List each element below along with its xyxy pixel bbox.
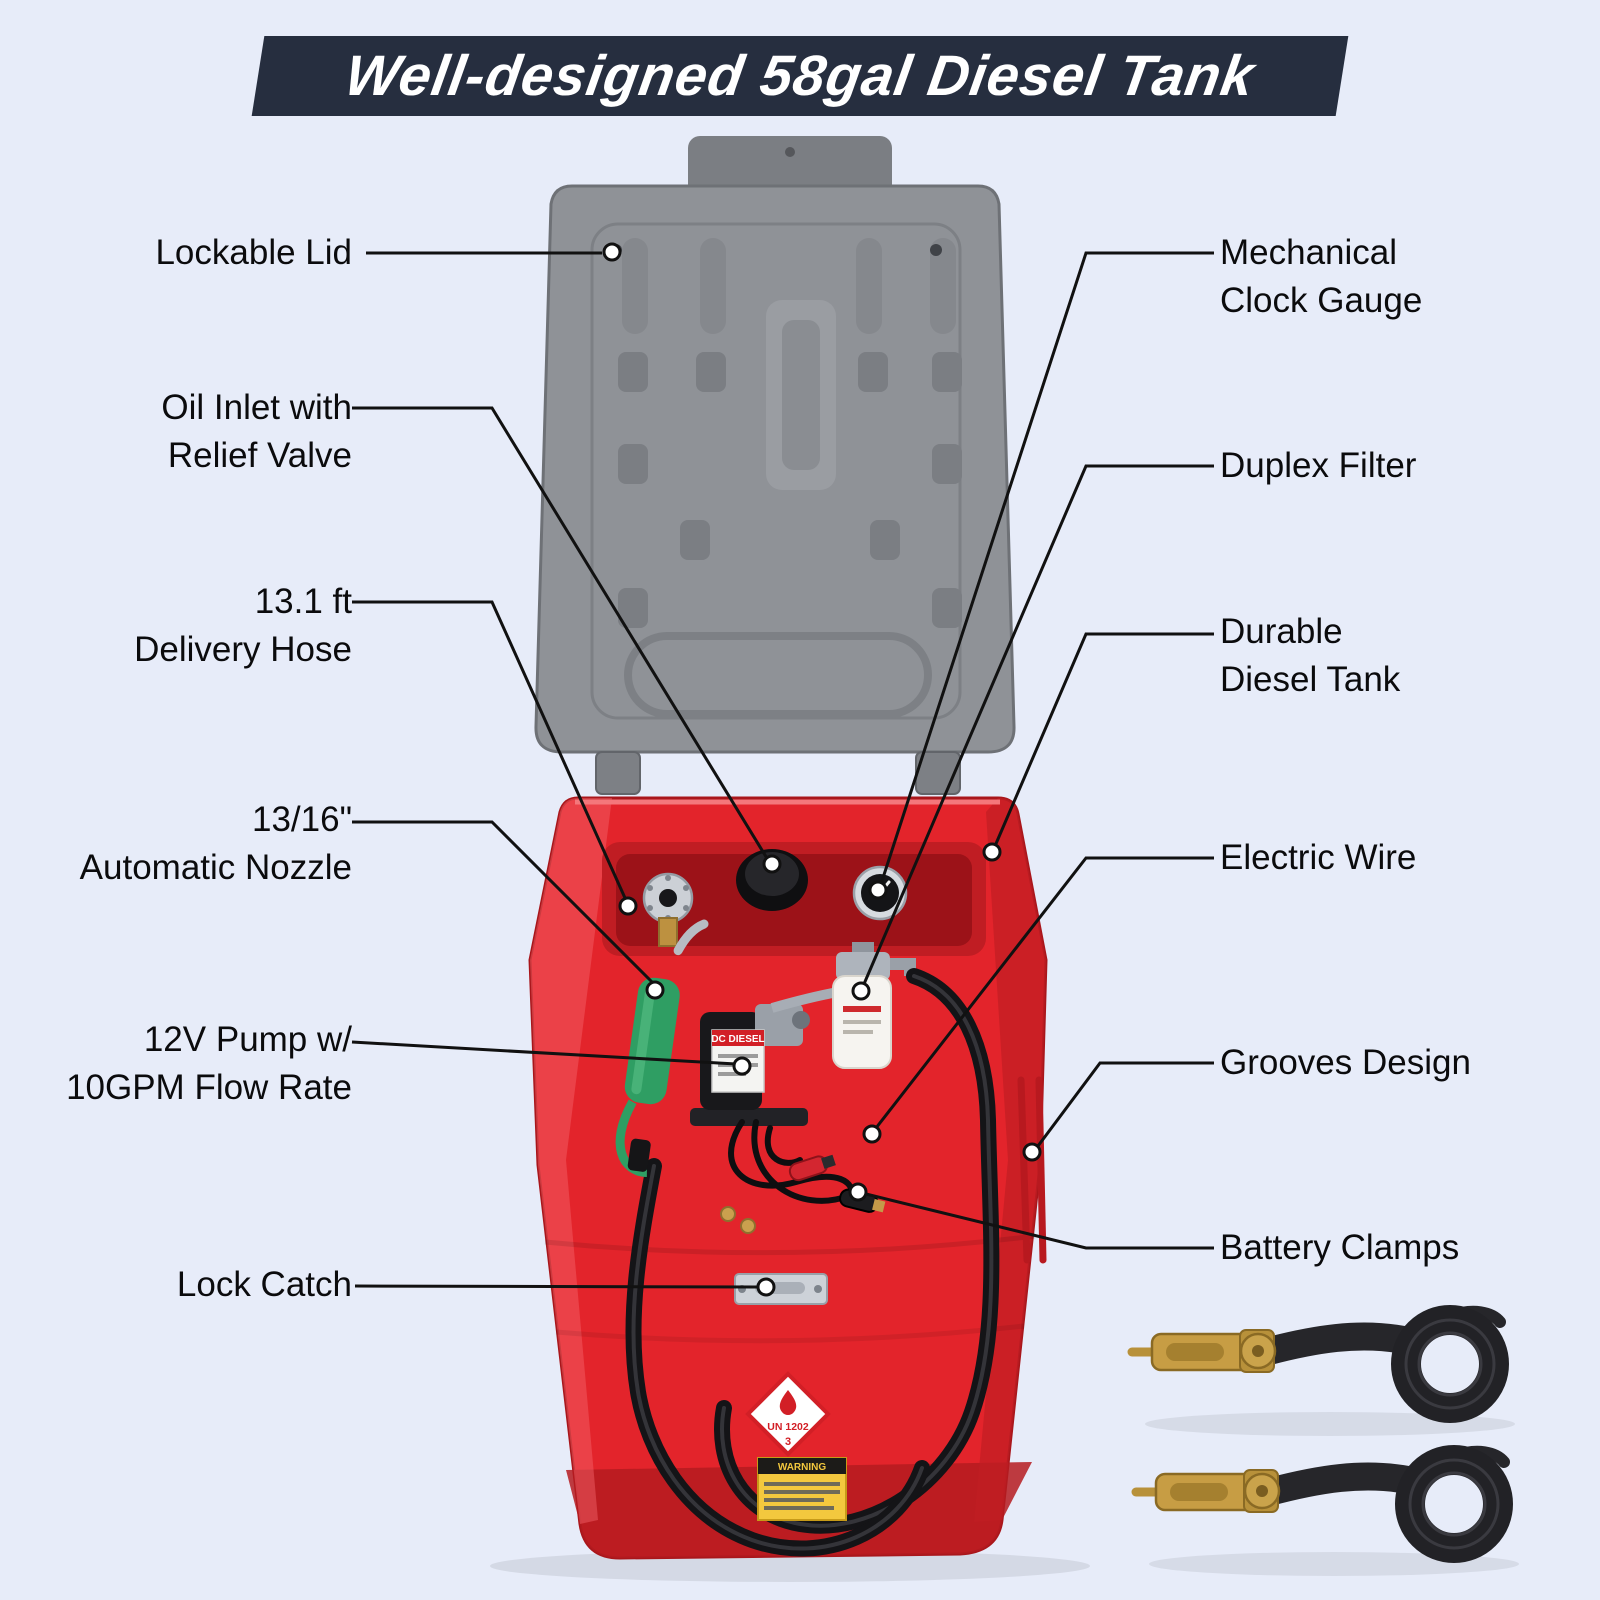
callout-label: 10GPM Flow Rate <box>66 1068 352 1107</box>
lockable-lid <box>534 136 1016 795</box>
callout-diesel-tank: Durable Diesel Tank <box>1220 608 1570 704</box>
callout-lock-catch: Lock Catch <box>30 1261 352 1309</box>
wire-lug <box>740 1218 756 1234</box>
callout-label: Battery Clamps <box>1220 1228 1460 1267</box>
filter-head <box>836 952 890 980</box>
callout-pump: 12V Pump w/ 10GPM Flow Rate <box>30 1016 352 1112</box>
callout-label: 13.1 ft <box>254 582 352 621</box>
lid-tab-hole <box>785 147 795 157</box>
callout-label: Oil Inlet with <box>161 388 352 427</box>
lid-bumps <box>618 352 962 628</box>
page-title: Well-designed 58gal Diesel Tank <box>340 44 1260 108</box>
callout-label: Lock Catch <box>176 1265 352 1304</box>
callout-lockable-lid: Lockable Lid <box>30 229 352 277</box>
side-grooves <box>1017 1076 1047 1264</box>
ratchet-strap-1 <box>1132 1312 1515 1436</box>
brass-fitting <box>658 917 678 947</box>
callout-label: Mechanical <box>1220 233 1398 272</box>
warning-sticker: WARNING <box>757 1457 847 1521</box>
callout-dots <box>602 242 1042 1297</box>
callout-oil-inlet: Oil Inlet with Relief Valve <box>30 384 352 480</box>
callout-label: Grooves Design <box>1220 1043 1471 1082</box>
callout-label: Diesel Tank <box>1220 660 1401 699</box>
lock-catch <box>734 1273 828 1305</box>
callout-lines <box>351 251 1214 1289</box>
automatic-nozzle <box>615 919 709 1177</box>
nozzle-connector <box>627 1138 651 1172</box>
callout-delivery-hose: 13.1 ft Delivery Hose <box>30 578 352 674</box>
placard-class: 3 <box>785 1436 791 1448</box>
oil-inlet-cap <box>736 849 808 911</box>
battery-clamp-red <box>788 1154 836 1182</box>
callout-battery-clamps: Battery Clamps <box>1220 1224 1570 1272</box>
callout-grooves: Grooves Design <box>1220 1039 1570 1087</box>
electric-wires <box>728 1119 856 1204</box>
callout-label: Relief Valve <box>167 436 352 475</box>
callout-label: 12V Pump w/ <box>143 1020 352 1059</box>
callout-automatic-nozzle: 13/16" Automatic Nozzle <box>30 796 352 892</box>
callout-label: Delivery Hose <box>134 630 352 669</box>
lid-top-tab <box>688 136 892 198</box>
flame-icon <box>779 1390 797 1415</box>
callout-label: Lockable Lid <box>155 233 352 272</box>
lid-hinge-left <box>595 751 641 795</box>
callout-electric-wire: Electric Wire <box>1220 834 1570 882</box>
callout-label: Automatic Nozzle <box>79 848 352 887</box>
ratchet-strap-2 <box>1136 1452 1519 1576</box>
callout-label: 13/16" <box>251 800 352 839</box>
title-banner: Well-designed 58gal Diesel Tank <box>251 36 1349 116</box>
nozzle-spout <box>673 919 709 956</box>
callout-label: Clock Gauge <box>1220 281 1423 320</box>
warning-text: WARNING <box>778 1462 827 1473</box>
pump-head <box>755 1004 803 1046</box>
hazard-placard: UN 1202 3 <box>745 1371 831 1457</box>
transfer-pump: DC DIESEL <box>690 987 839 1126</box>
callout-label: Duplex Filter <box>1220 446 1417 485</box>
oil-inlet-flange <box>642 872 694 947</box>
wire-lug <box>720 1206 736 1222</box>
callout-label: Electric Wire <box>1220 838 1417 877</box>
pump-label-text: DC DIESEL <box>711 1034 764 1045</box>
lid-bottom-groove <box>624 632 932 718</box>
placard-text: UN 1202 <box>767 1421 809 1433</box>
pump-base <box>690 1108 808 1126</box>
callout-duplex-filter: Duplex Filter <box>1220 442 1570 490</box>
callout-clock-gauge: Mechanical Clock Gauge <box>1220 229 1570 325</box>
callout-label: Durable <box>1220 612 1343 651</box>
